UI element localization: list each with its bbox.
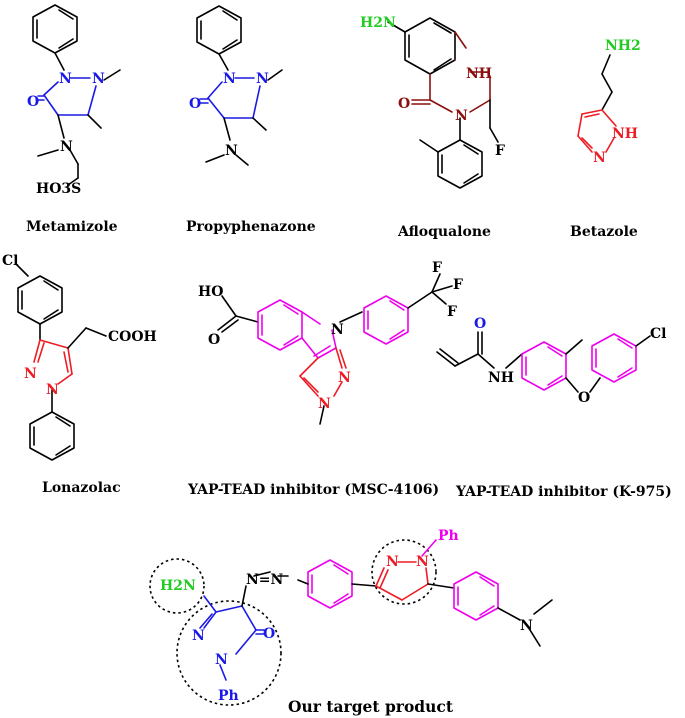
k975-chlorine: Cl bbox=[650, 326, 666, 342]
label-msc4106: YAP-TEAD inhibitor (MSC-4106) bbox=[187, 482, 439, 498]
betazole-amine: NH2 bbox=[605, 38, 641, 54]
lonazolac-cooh: COOH bbox=[108, 329, 157, 345]
msc4106-f2: F bbox=[453, 277, 463, 293]
propyphenazone-oxygen: O bbox=[189, 96, 201, 112]
target-carbonyl-oxygen: O bbox=[263, 626, 275, 642]
label-k975: YAP-TEAD inhibitor (K-975) bbox=[455, 484, 672, 500]
k975-oxygen: O bbox=[474, 316, 486, 332]
label-lonazolac: Lonazolac bbox=[42, 480, 121, 496]
target-dimethylamine-n: N bbox=[520, 618, 533, 634]
target-pyrazoline-n1: N bbox=[386, 554, 399, 570]
k975-nh: NH bbox=[488, 370, 514, 386]
label-metamizole: Metamizole bbox=[26, 219, 118, 235]
label-target-product: Our target product bbox=[288, 697, 454, 716]
propyphenazone-n1: N bbox=[223, 71, 236, 87]
k975-ether-oxygen: O bbox=[578, 390, 590, 406]
pyrazoline-highlight-circle bbox=[371, 539, 437, 605]
target-ph-right: Ph bbox=[438, 528, 459, 544]
target-pyrazoline-n2: N bbox=[416, 554, 429, 570]
betazole-structure: NH2 NH N bbox=[577, 38, 641, 166]
afloqualone-n3: N bbox=[455, 108, 468, 124]
lonazolac-chlorine: Cl bbox=[2, 253, 18, 269]
label-afloqualone: Afloqualone bbox=[397, 224, 491, 240]
msc4106-oxygen: O bbox=[208, 332, 220, 348]
metamizole-n1: N bbox=[59, 71, 72, 87]
afloqualone-amine: H2N bbox=[360, 15, 396, 31]
metamizole-n3: N bbox=[60, 139, 73, 155]
lonazolac-structure: Cl COOH N N bbox=[2, 253, 157, 461]
metamizole-n2: N bbox=[92, 71, 105, 87]
msc4106-structure: HO O N N N F F F bbox=[198, 260, 463, 425]
lonazolac-n2: N bbox=[24, 366, 37, 382]
propyphenazone-structure: O N N N bbox=[189, 5, 283, 166]
target-pyrazolone-n2: N bbox=[215, 652, 228, 668]
target-ph-left: Ph bbox=[218, 688, 239, 704]
afloqualone-oxygen: O bbox=[398, 96, 410, 112]
msc4106-indole-n: N bbox=[331, 322, 344, 338]
betazole-n: N bbox=[593, 150, 606, 166]
label-propyphenazone: Propyphenazone bbox=[186, 219, 316, 235]
target-amine: H2N bbox=[160, 578, 196, 594]
betazole-nh: NH bbox=[612, 126, 638, 142]
msc4106-f3: F bbox=[447, 304, 457, 320]
msc4106-n1: N bbox=[338, 370, 351, 386]
metamizole-structure: O N N N HO3S bbox=[27, 4, 121, 197]
afloqualone-structure: H2N NH N O F bbox=[360, 15, 505, 189]
afloqualone-fluorine: F bbox=[495, 143, 505, 159]
msc4106-n2: N bbox=[318, 396, 331, 412]
pyrazolone-highlight-circle bbox=[176, 600, 282, 706]
target-azo-group: N=N bbox=[246, 572, 284, 588]
target-product-structure: H2N N N O Ph N=N N N Ph N bbox=[149, 528, 553, 706]
propyphenazone-n3: N bbox=[225, 143, 238, 159]
amine-highlight-circle bbox=[149, 558, 205, 614]
k975-structure: O NH O Cl bbox=[436, 316, 666, 406]
msc4106-hydroxyl: HO bbox=[198, 284, 223, 300]
label-betazole: Betazole bbox=[570, 224, 638, 240]
msc4106-f1: F bbox=[432, 260, 442, 276]
lonazolac-n1: N bbox=[46, 382, 59, 398]
propyphenazone-n2: N bbox=[256, 71, 269, 87]
metamizole-so3h: HO3S bbox=[36, 181, 81, 197]
afloqualone-nh: NH bbox=[466, 66, 492, 82]
metamizole-oxygen: O bbox=[27, 94, 39, 110]
target-pyrazolone-n1: N bbox=[192, 628, 205, 644]
